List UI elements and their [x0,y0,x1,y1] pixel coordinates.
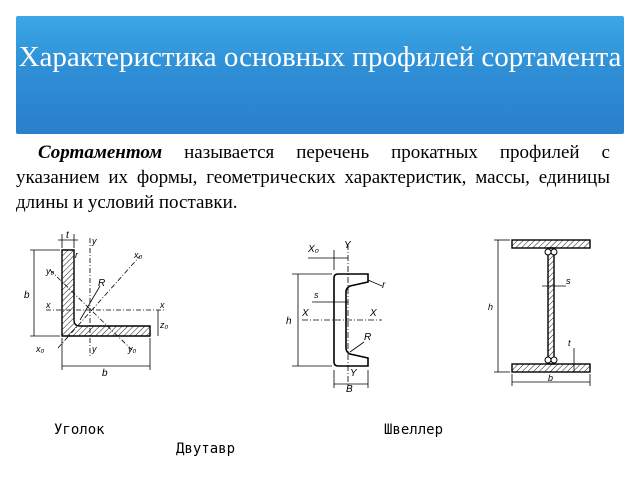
angle-label-r: r [75,250,79,260]
angle-profile-drawing: t y r R b b x x y₀ y₀ x₀ x₀ y z₀ [22,228,182,378]
ibeam-label-s: s [566,276,571,286]
angle-label-x0-top: x₀ [133,250,143,260]
title-banner: Характеристика основных профилей сортаме… [16,16,624,134]
definition-term: Сортаментом [38,142,163,163]
angle-label-y0-bottom: y₀ [127,344,137,354]
angle-label-b-left: b [24,290,30,301]
definition-text: называется перечень прокатных профилей с… [16,142,610,213]
channel-label-r: r [382,280,386,291]
channel-label-s: s [314,290,319,300]
slide-title: Характеристика основных профилей сортаме… [18,41,622,73]
ibeam-label-h: h [488,302,493,312]
ibeam-label-t: t [568,338,571,348]
definition-paragraph: Сортаментом называется перечень прокатны… [16,140,610,215]
channel-label-R: R [364,332,371,343]
ibeam-label-b: b [548,373,553,383]
angle-label-R: R [98,278,105,289]
channel-label-y-top: Y [344,240,352,251]
channel-profile-drawing: X₀ Y r s X X R h Y B [278,236,400,392]
angle-label-x0-bottom: x₀ [35,344,45,354]
channel-label-y-bottom: Y [350,368,358,379]
channel-label-h: h [286,316,292,327]
angle-label-x-right: x [159,300,165,310]
angle-label-y-bottom: y [91,344,97,354]
caption-angle: Уголок [54,422,105,438]
angle-label-y: y [91,236,97,246]
caption-channel: Швеллер [384,422,444,438]
angle-label-t: t [66,230,70,241]
caption-ibeam: Двутавр [176,441,236,457]
angle-label-b-bottom: b [102,368,108,378]
channel-label-x-left: X [301,308,309,319]
ibeam-profile-drawing: h s t b [486,232,598,388]
angle-label-x-left: x [45,300,51,310]
angle-label-y0-top: y₀ [45,266,55,276]
angle-label-z0: z₀ [159,320,169,330]
channel-label-x-right: X [369,308,377,319]
channel-label-x0: X₀ [307,244,319,255]
channel-label-b: B [346,384,353,392]
